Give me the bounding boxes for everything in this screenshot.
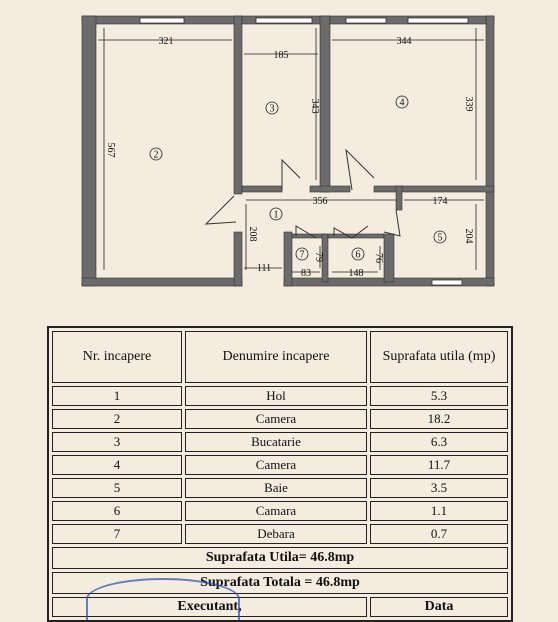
stamp [86,578,240,620]
cell-area: 3.5 [370,478,508,498]
dim-label: 111 [257,263,271,274]
dim-label: 567 [105,143,116,158]
cell-area: 1.1 [370,501,508,521]
room-marker-5: 5 [433,230,447,244]
cell-name: Baie [185,478,367,498]
room-marker-2: 2 [149,147,163,161]
svg-text:4: 4 [400,98,405,109]
svg-text:5: 5 [438,233,443,244]
dimension-lines [98,28,484,273]
cell-name: Camera [185,455,367,475]
dim-label: 204 [463,229,474,244]
room-marker-4: 4 [395,95,409,109]
dim-label: 356 [313,196,328,207]
dim-label: 83 [301,268,311,279]
date-label: Data [370,597,508,617]
table-header-row: Nr. incapere Denumire incapere Suprafata… [52,331,508,383]
cell-area: 18.2 [370,409,508,429]
cell-nr: 7 [52,524,182,544]
cell-area: 6.3 [370,432,508,452]
cell-nr: 6 [52,501,182,521]
floor-plan: 321 185 344 567 343 339 356 174 208 204 … [81,15,495,287]
svg-text:1: 1 [274,210,279,221]
header-name: Denumire incapere [185,331,367,383]
room-marker-1: 1 [269,207,283,221]
room-marker-6: 6 [351,247,365,261]
cell-nr: 5 [52,478,182,498]
svg-text:7: 7 [300,250,305,261]
cell-nr: 3 [52,432,182,452]
doors [204,148,401,239]
dim-label: 148 [349,268,364,279]
dim-label: 344 [397,36,412,47]
dim-label: 174 [433,196,448,207]
cell-area: 0.7 [370,524,508,544]
header-area: Suprafata utila (mp) [370,331,508,383]
cell-nr: 2 [52,409,182,429]
cell-name: Camara [185,501,367,521]
cell-nr: 1 [52,386,182,406]
cell-name: Camera [185,409,367,429]
room-marker-3: 3 [265,101,279,115]
dim-label: 321 [159,36,174,47]
cell-area: 5.3 [370,386,508,406]
dim-label: 79 [313,252,324,262]
rooms-table: Nr. incapere Denumire incapere Suprafata… [47,326,513,622]
svg-text:6: 6 [356,250,361,261]
cell-name: Hol [185,386,367,406]
useful-area-row: Suprafata Utila= 46.8mp [52,547,508,569]
windows [139,17,469,286]
svg-text:3: 3 [270,104,275,115]
dim-label: 343 [309,99,320,114]
cell-name: Bucatarie [185,432,367,452]
svg-text:2: 2 [154,150,159,161]
dim-label: 339 [463,97,474,112]
dimension-labels: 321 185 344 567 343 339 356 174 208 204 … [105,36,474,279]
useful-area-total: Suprafata Utila= 46.8mp [52,547,508,569]
total-area-row: Suprafata Totala = 46.8mp [52,572,508,594]
room-markers: 1 2 3 4 5 6 7 [149,95,447,261]
dim-label: 185 [274,50,289,61]
dim-label: 76 [373,253,384,263]
total-area: Suprafata Totala = 46.8mp [52,572,508,594]
cell-name: Debara [185,524,367,544]
room-marker-7: 7 [295,247,309,261]
cell-nr: 4 [52,455,182,475]
header-nr: Nr. incapere [52,331,182,383]
dim-label: 208 [247,227,258,242]
cell-area: 11.7 [370,455,508,475]
